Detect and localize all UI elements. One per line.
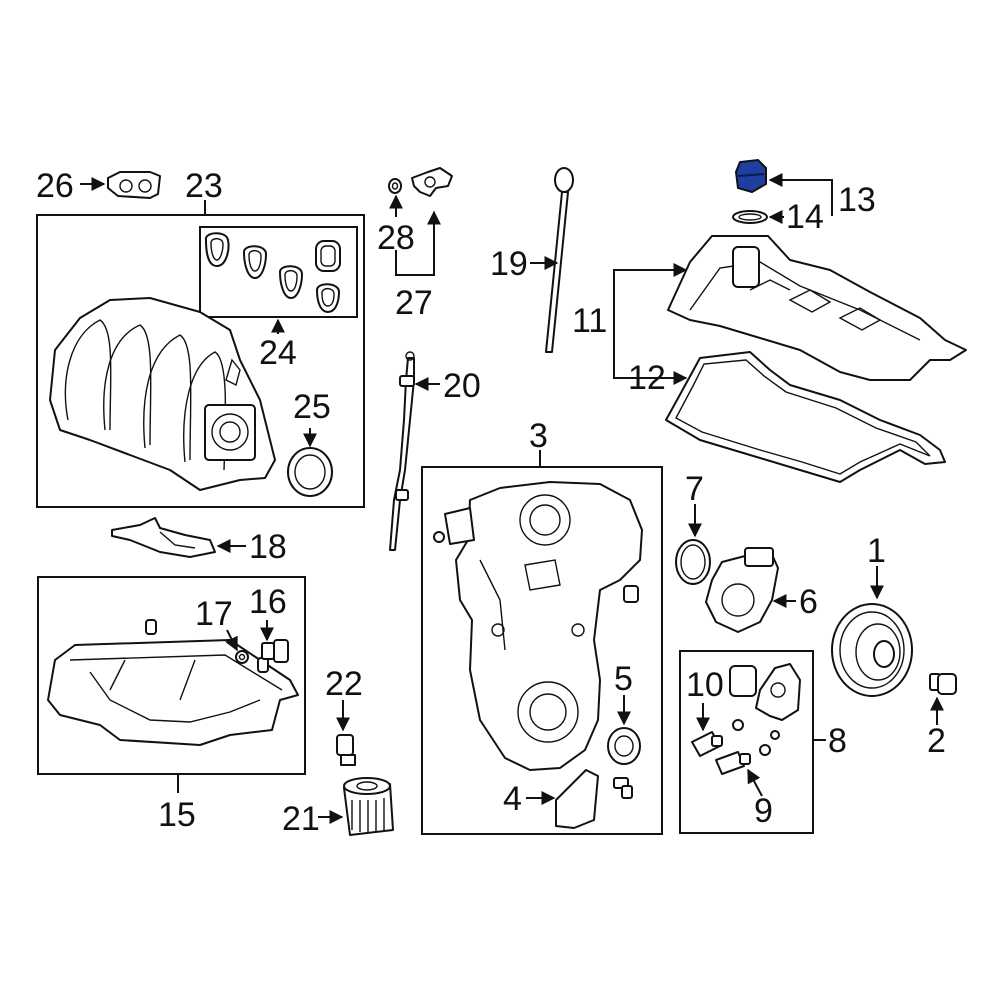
part-1-crank-pulley[interactable] (831, 603, 913, 697)
manifold-gasket-box (199, 226, 358, 318)
label-3: 3 (529, 417, 548, 455)
part-18-plate[interactable] (111, 517, 216, 558)
part-8-spool-valve[interactable] (729, 663, 801, 756)
part-23-intake-manifold[interactable] (49, 297, 276, 491)
label-17: 17 (195, 595, 233, 633)
label-2: 2 (927, 722, 946, 760)
label-4: 4 (503, 780, 522, 818)
part-7-o-ring[interactable] (675, 539, 711, 585)
part-6-vtc-actuator[interactable] (705, 547, 779, 633)
part-16-bolt[interactable] (261, 639, 289, 663)
vtc-solenoid-box (679, 650, 814, 834)
timing-cover-box (421, 466, 663, 835)
part-2-bolt[interactable] (929, 673, 957, 695)
label-18: 18 (249, 528, 287, 566)
part-27-sensor[interactable] (411, 167, 453, 197)
part-5-oil-seal[interactable] (607, 727, 641, 765)
part-22-oil-pressure-switch[interactable] (336, 734, 356, 766)
part-28-washer[interactable] (388, 178, 402, 194)
label-5: 5 (614, 660, 633, 698)
part-25-throttle-gasket[interactable] (287, 447, 333, 497)
label-15: 15 (158, 796, 196, 834)
label-7: 7 (685, 470, 704, 508)
label-24: 24 (259, 334, 297, 372)
part-15-oil-pan[interactable] (47, 619, 299, 746)
label-12: 12 (628, 359, 666, 397)
part-11-valve-cover[interactable] (667, 235, 967, 381)
label-6: 6 (799, 583, 818, 621)
label-21: 21 (282, 800, 320, 838)
part-10-sensor[interactable] (691, 731, 723, 757)
part-19-dipstick[interactable] (545, 167, 574, 353)
label-10: 10 (686, 666, 724, 704)
part-26-bracket[interactable] (107, 171, 161, 199)
label-27: 27 (395, 284, 433, 322)
part-4-cover-plate[interactable] (555, 769, 633, 829)
oil-pan-box (37, 576, 306, 775)
label-25: 25 (293, 388, 331, 426)
label-13: 13 (838, 181, 876, 219)
part-20-dipstick-tube[interactable] (389, 351, 415, 551)
label-1: 1 (867, 532, 886, 570)
label-20: 20 (443, 367, 481, 405)
part-13-oil-filler-cap[interactable] (734, 158, 767, 194)
leader-lines (80, 173, 944, 824)
label-28: 28 (377, 219, 415, 257)
label-16: 16 (249, 583, 287, 621)
part-21-oil-filter[interactable] (343, 777, 394, 836)
label-11: 11 (572, 302, 607, 340)
label-19: 19 (490, 245, 528, 283)
part-9-sensor[interactable] (715, 751, 751, 775)
label-9: 9 (754, 792, 773, 830)
callout-labels: 26 23 28 27 19 13 14 24 11 20 12 25 3 7 … (36, 167, 946, 838)
part-14-o-ring[interactable] (732, 210, 768, 224)
label-23: 23 (185, 167, 223, 205)
part-17-washer[interactable] (235, 650, 249, 664)
label-8: 8 (828, 722, 847, 760)
label-22: 22 (325, 665, 363, 703)
label-26: 26 (36, 167, 74, 205)
part-24-manifold-gaskets[interactable] (205, 232, 341, 313)
part-3-timing-cover[interactable] (433, 481, 643, 771)
label-14: 14 (786, 198, 824, 236)
intake-manifold-box (36, 214, 365, 508)
part-12-valve-cover-gasket[interactable] (665, 351, 946, 483)
